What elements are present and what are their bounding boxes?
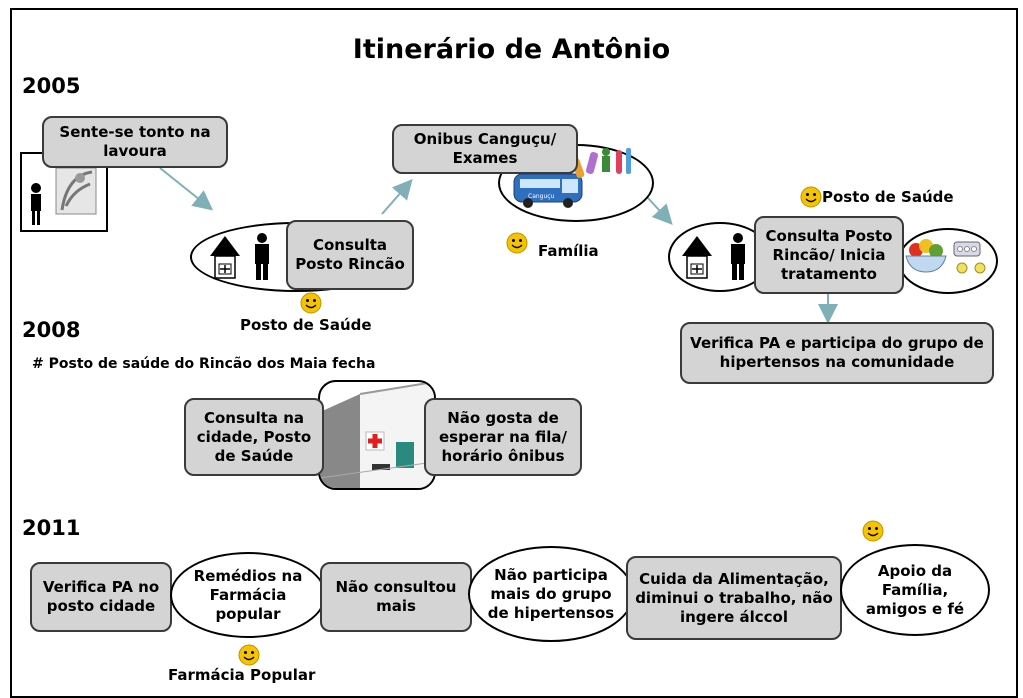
node-consulta-cidade: Consulta na cidade, Posto de Saúde <box>184 398 324 476</box>
person-icon <box>250 232 274 286</box>
node-apoio-familia: Apoio da Família, amigos e fé <box>840 544 990 636</box>
arrow-consulta-to-onibus <box>381 178 413 215</box>
note-posto-fecha: # Posto de saúde do Rincão dos Maia fech… <box>32 356 376 372</box>
smiley-icon <box>800 186 822 208</box>
node-nao-gosta: Não gosta de esperar na fila/ horário ôn… <box>424 398 582 476</box>
page-title: Itinerário de Antônio <box>352 34 671 65</box>
node-cuida-alimentacao: Cuida da Alimentação, diminui o trabalho… <box>626 556 842 640</box>
clinic-building-icon <box>318 380 436 490</box>
node-remedios: Remédios na Farmácia popular <box>170 552 326 638</box>
fruit-bowl-icon <box>904 236 948 280</box>
node-nao-consultou: Não consultou mais <box>320 562 472 632</box>
node-onibus-exames: Onibus Canguçu/ Exames <box>392 124 578 174</box>
label-familia: Família <box>538 242 599 260</box>
node-nao-participa: Não participa mais do grupo de hipertens… <box>468 546 634 642</box>
bus-sign: Canguçu <box>528 193 555 200</box>
node-verifica-pa-cidade: Verifica PA no posto cidade <box>30 562 172 632</box>
smiley-icon <box>238 644 260 666</box>
node-verifica-grupo: Verifica PA e participa do grupo de hipe… <box>680 322 994 384</box>
smiley-icon <box>862 520 884 542</box>
label-posto-saude-2: Posto de Saúde <box>822 188 954 206</box>
smiley-icon <box>506 232 528 254</box>
house-icon <box>680 234 714 284</box>
node-consulta-rincao: Consulta Posto Rincão <box>286 220 414 290</box>
year-2008: 2008 <box>22 318 81 342</box>
bus-icon: Canguçu <box>512 170 586 214</box>
house-icon <box>208 234 242 284</box>
test-tubes-icon <box>570 144 640 184</box>
smiley-icon <box>300 292 322 314</box>
node-consulta-inicia: Consulta Posto Rincão/ Inicia tratamento <box>754 216 904 294</box>
arrow-onibus-to-consulta2 <box>647 197 673 225</box>
pills-icon <box>950 240 994 284</box>
person-icon <box>726 232 750 286</box>
label-farmacia-popular: Farmácia Popular <box>168 666 316 684</box>
arrow-sente-to-consulta <box>159 167 214 211</box>
year-2005: 2005 <box>22 74 81 98</box>
year-2011: 2011 <box>22 516 81 540</box>
label-posto-saude-1: Posto de Saúde <box>240 316 372 334</box>
node-sente-tonto: Sente-se tonto na lavoura <box>42 116 228 168</box>
